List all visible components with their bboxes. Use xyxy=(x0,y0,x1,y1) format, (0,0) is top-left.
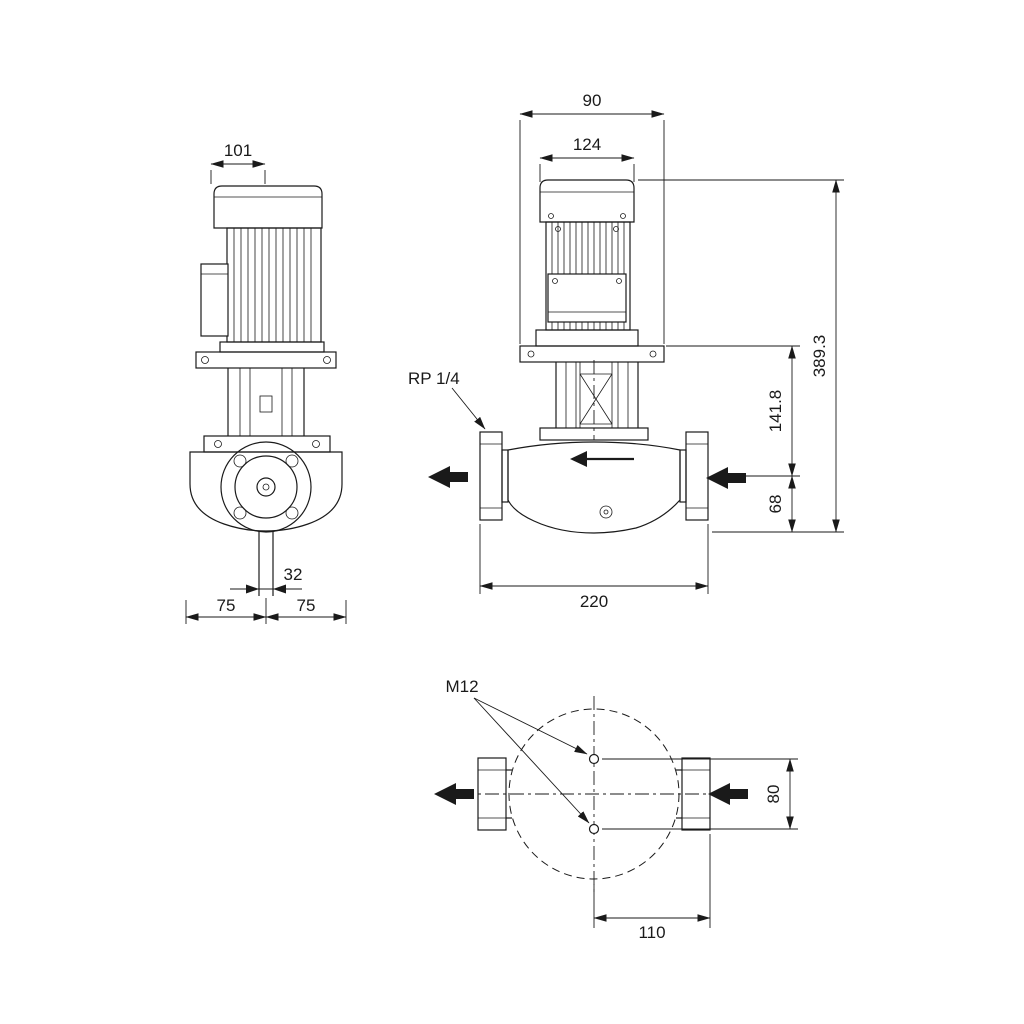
flange-face xyxy=(220,441,312,533)
pump-top-flange xyxy=(539,427,649,441)
pressure-tapping-callout: RP 1/4 xyxy=(408,369,486,430)
dim-90-label: 90 xyxy=(583,91,602,110)
plan-dim-hole-spacing: 80 xyxy=(602,758,798,830)
bolt-hole xyxy=(233,454,247,468)
left-port-flange xyxy=(479,431,509,521)
lantern-side xyxy=(555,360,639,440)
side-dim-fan-cover: 124 xyxy=(539,135,635,182)
dim-110-label: 110 xyxy=(638,923,665,942)
flow-arrow-inside xyxy=(570,451,634,467)
bolt-hole xyxy=(233,506,247,520)
side-dim-port-to-port: 220 xyxy=(479,524,709,611)
m12-label: M12 xyxy=(445,677,478,696)
front-dim-port: 32 xyxy=(230,565,302,594)
seal-flange xyxy=(203,435,331,453)
flow-arrow-right xyxy=(706,467,746,489)
dim-220-label: 220 xyxy=(580,592,608,611)
front-dim-base: 75 75 xyxy=(185,596,347,624)
fan-cover-side xyxy=(539,179,635,223)
m12-callout: M12 xyxy=(445,677,590,824)
upper-plate xyxy=(195,351,337,369)
dim-80-label: 80 xyxy=(764,785,783,804)
front-dim-motor-width: 101 xyxy=(210,141,266,184)
m12-hole-top xyxy=(588,753,600,765)
dim-68-label: 68 xyxy=(766,495,785,514)
dim-75-right-label: 75 xyxy=(297,596,316,615)
side-height-dims: 141.8 68 389.3 xyxy=(638,179,844,533)
motor-fins xyxy=(233,228,312,342)
rp-label: RP 1/4 xyxy=(408,369,460,388)
terminal-box-side xyxy=(547,273,627,323)
flow-arrow-left xyxy=(428,466,468,488)
dim-124-label: 124 xyxy=(573,135,601,154)
motor-flange xyxy=(219,341,325,353)
dim-389-label: 389.3 xyxy=(810,335,829,378)
dim-32-label: 32 xyxy=(284,565,303,584)
bolt-hole xyxy=(285,454,299,468)
volute-side xyxy=(507,441,681,534)
flow-arrow-left-plan xyxy=(434,783,474,805)
volute-front xyxy=(189,451,343,532)
m12-hole-bottom xyxy=(588,823,600,835)
bolt-hole xyxy=(285,506,299,520)
flow-arrow-right-plan xyxy=(708,783,748,805)
motor-flange-side xyxy=(535,329,639,347)
side-view: 90 124 xyxy=(408,91,844,611)
fan-cover xyxy=(213,185,323,229)
right-port-flange xyxy=(679,431,709,521)
left-flange-plan xyxy=(477,757,512,831)
side-dim-top: 90 xyxy=(519,91,665,344)
dim-141-label: 141.8 xyxy=(766,390,785,433)
port-pipe xyxy=(258,531,274,596)
lantern xyxy=(227,368,305,436)
dim-75-left-label: 75 xyxy=(217,596,236,615)
terminal-box xyxy=(200,263,229,337)
volute-hidden-circle xyxy=(508,708,680,880)
dim-101-label: 101 xyxy=(224,141,252,160)
plan-view: M12 80 110 xyxy=(434,677,798,942)
drain-plug xyxy=(599,505,613,519)
front-view: 101 xyxy=(185,141,347,624)
plan-dim-center-to-flange: 110 xyxy=(593,834,711,942)
base-plate-side xyxy=(519,345,665,363)
